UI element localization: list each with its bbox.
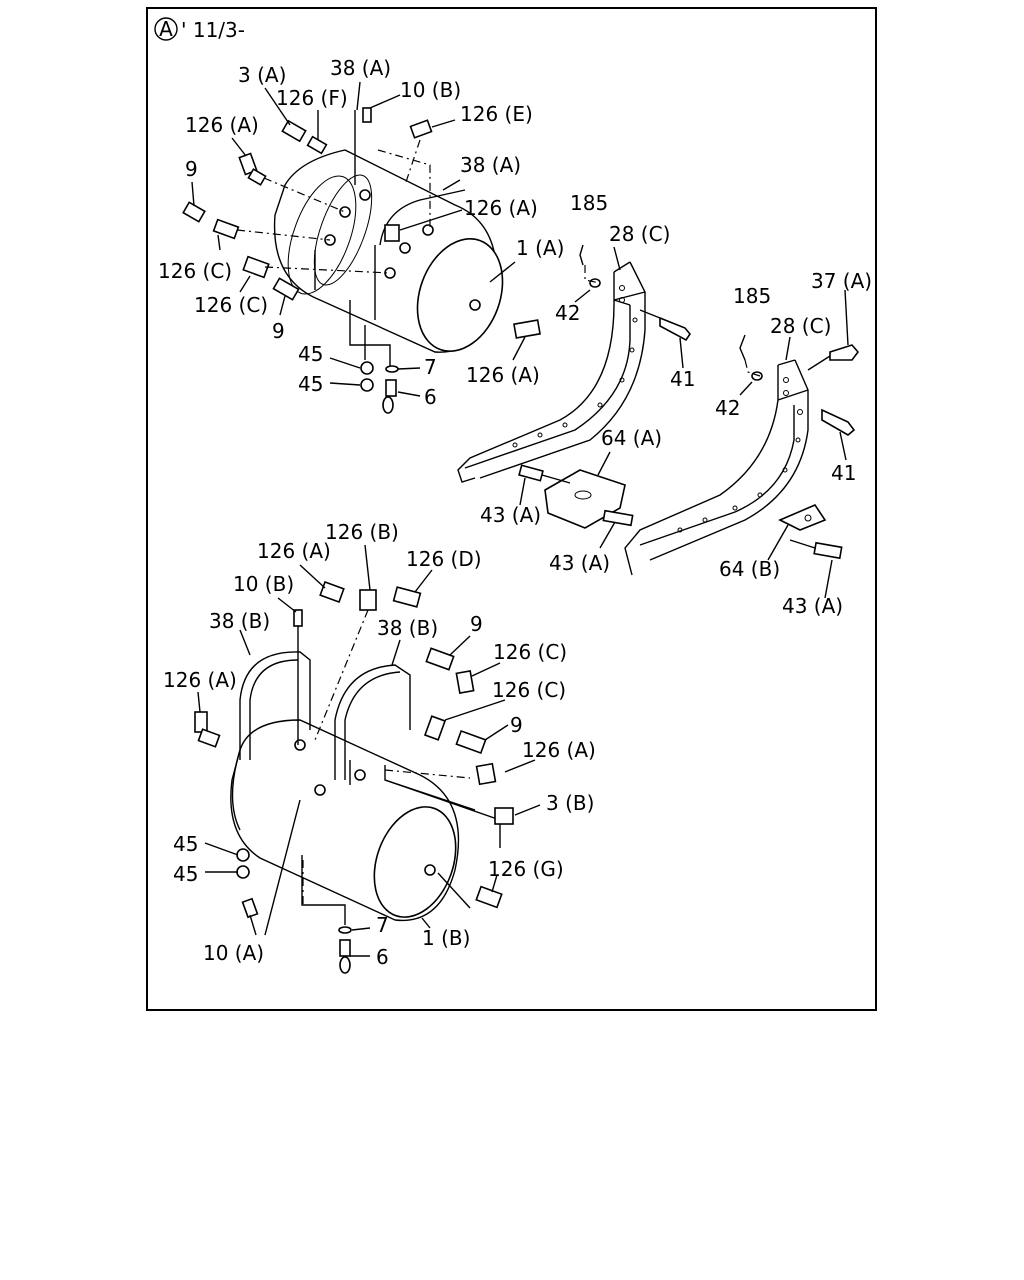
tank-1b: [230, 620, 501, 925]
label-9-4: 9: [510, 713, 523, 737]
label-64b: 64 (B): [719, 557, 780, 581]
bracket-28c-2: [624, 289, 860, 599]
bracket-28c-1: [457, 244, 691, 483]
label-43a-1: 43 (A): [480, 503, 541, 527]
label-7-2: 7: [376, 913, 389, 937]
label-1a: 1 (A): [516, 236, 564, 260]
label-7-1: 7: [424, 355, 437, 379]
label-126c-2: 126 (C): [194, 293, 268, 317]
label-3b: 3 (B): [546, 791, 594, 815]
label-126c-3: 126 (C): [493, 640, 567, 664]
label-6-1: 6: [424, 385, 437, 409]
label-42-2: 42: [715, 396, 740, 420]
label-28c-1: 28 (C): [609, 222, 670, 246]
header: A ' 11/3-: [154, 17, 245, 42]
label-126a-1: 126 (A): [185, 113, 259, 137]
label-9-1: 9: [185, 157, 198, 181]
label-10b-bot: 10 (B): [233, 572, 294, 596]
label-45-2: 45: [298, 372, 323, 396]
label-126a-6: 126 (A): [522, 738, 596, 762]
label-41-1: 41: [670, 367, 695, 391]
label-185-2: 185: [733, 284, 771, 308]
label-126c-1: 126 (C): [158, 259, 232, 283]
label-43a-3: 43 (A): [782, 594, 843, 618]
label-185-1: 185: [570, 191, 608, 215]
label-43a-2: 43 (A): [549, 551, 610, 575]
label-6-2: 6: [376, 945, 389, 969]
label-126a-2: 126 (A): [464, 196, 538, 220]
label-126g: 126 (G): [488, 857, 564, 881]
label-126a-4: 126 (A): [257, 539, 331, 563]
label-126d: 126 (D): [406, 547, 482, 571]
label-126a-5: 126 (A): [163, 668, 237, 692]
diagram-frame: [146, 7, 877, 1011]
label-9-2: 9: [272, 319, 285, 343]
label-9-3: 9: [470, 612, 483, 636]
label-38a-mid: 38 (A): [460, 153, 521, 177]
label-45-4: 45: [173, 862, 198, 886]
label-10a: 10 (A): [203, 941, 264, 965]
lower-fittings: [194, 544, 541, 974]
label-64a: 64 (A): [601, 426, 662, 450]
label-38b-1: 38 (B): [209, 609, 270, 633]
label-10b-top: 10 (B): [400, 78, 461, 102]
label-45-3: 45: [173, 832, 198, 856]
label-38b-2: 38 (B): [377, 616, 438, 640]
label-28c-2: 28 (C): [770, 314, 831, 338]
label-45-1: 45: [298, 342, 323, 366]
header-letter: A: [159, 17, 173, 41]
upper-fittings: [182, 81, 541, 414]
part-labels: 3 (A) 38 (A) 126 (F) 10 (B) 126 (E) 126 …: [158, 56, 872, 969]
label-3a: 3 (A): [238, 63, 286, 87]
label-126e: 126 (E): [460, 102, 533, 126]
label-1b: 1 (B): [422, 926, 470, 950]
label-38a-top: 38 (A): [330, 56, 391, 80]
header-circle: [154, 17, 178, 41]
label-126a-3: 126 (A): [466, 363, 540, 387]
label-41-2: 41: [831, 461, 856, 485]
label-126f: 126 (F): [276, 86, 348, 110]
label-126c-4: 126 (C): [492, 678, 566, 702]
header-code: ' 11/3-: [181, 18, 245, 42]
label-37a: 37 (A): [811, 269, 872, 293]
label-126b: 126 (B): [325, 520, 399, 544]
bracket-64a: [518, 451, 634, 549]
label-42-1: 42: [555, 301, 580, 325]
